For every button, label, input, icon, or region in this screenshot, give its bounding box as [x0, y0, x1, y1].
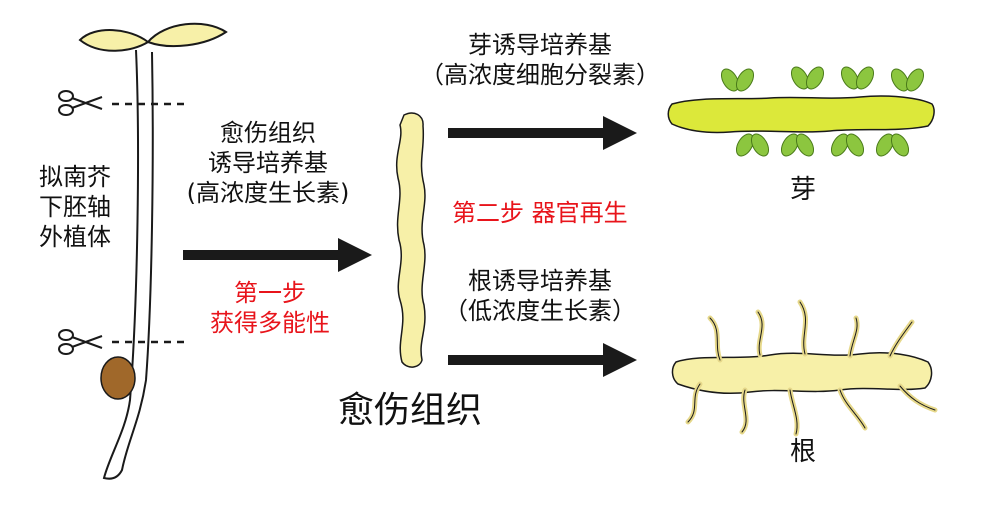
arrow-to-callus [183, 238, 372, 272]
explant-label-line2: 下胚轴 [39, 193, 111, 221]
scissors-top-icon [58, 90, 103, 116]
shoot-medium-line2: （高浓度细胞分裂素） [420, 61, 660, 89]
shoot-label: 芽 [790, 175, 817, 205]
shoot-medium-line1: 芽诱导培养基 [468, 31, 612, 59]
seed-icon [100, 356, 136, 400]
callus-label: 愈伤组织 [338, 390, 483, 431]
callus-illustration [396, 112, 426, 368]
callus-medium-line2: 诱导培养基 [208, 149, 328, 177]
callus-medium-label: 愈伤组织 诱导培养基 (高浓度生长素) [158, 118, 378, 208]
step1-label: 第一步 获得多能性 [180, 278, 360, 338]
shoot-medium-label: 芽诱导培养基 （高浓度细胞分裂素） [395, 30, 685, 90]
root-explant-illustration [671, 299, 938, 437]
step2-label: 第二步 器官再生 [452, 199, 628, 227]
root-medium-line1: 根诱导培养基 [468, 267, 612, 295]
arrow-to-root [448, 343, 637, 377]
root-label: 根 [790, 437, 817, 467]
root-medium-line2: （低浓度生长素） [444, 297, 636, 325]
step1-line1: 第一步 [234, 279, 306, 307]
root-medium-label: 根诱导培养基 （低浓度生长素） [410, 266, 670, 326]
explant-label-line3: 外植体 [39, 223, 111, 251]
arrow-to-shoot [448, 116, 637, 150]
shoot-explant-illustration [667, 66, 935, 157]
step1-line2: 获得多能性 [210, 309, 330, 337]
callus-medium-line3: (高浓度生长素) [186, 179, 350, 207]
explant-label: 拟南芥 下胚轴 外植体 [20, 162, 130, 252]
seedling-illustration [78, 22, 228, 480]
scissors-bottom-icon [58, 329, 103, 355]
callus-medium-line1: 愈伤组织 [220, 119, 316, 147]
explant-label-line1: 拟南芥 [39, 163, 111, 191]
